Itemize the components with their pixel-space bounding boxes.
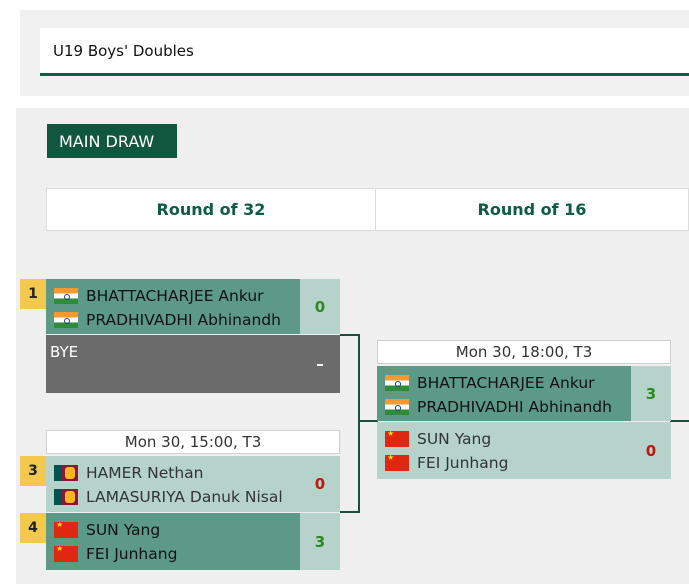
bye-label: BYE	[46, 335, 300, 393]
player-name: HAMER Nethan	[86, 464, 204, 482]
team-score: 0	[300, 456, 340, 512]
player-row[interactable]: FEI Junhang	[46, 542, 300, 566]
bracket-connector	[670, 420, 689, 422]
player-row[interactable]: FEI Junhang	[377, 451, 631, 475]
player-row[interactable]: PRADHIVADHI Abhinandh	[377, 395, 631, 419]
player-name: PRADHIVADHI Abhinandh	[417, 398, 612, 416]
china-flag-icon	[385, 431, 409, 447]
india-flag-icon	[385, 399, 409, 415]
bracket-connector	[340, 420, 360, 513]
player-name: LAMASURIYA Danuk Nisal	[86, 488, 283, 506]
china-flag-icon	[54, 546, 78, 562]
player-name: FEI Junhang	[86, 545, 178, 563]
match-time: Mon 30, 15:00, T3	[46, 430, 340, 454]
player-name: FEI Junhang	[417, 454, 509, 472]
round-of-16-header[interactable]: Round of 16	[477, 200, 587, 219]
india-flag-icon	[54, 288, 78, 304]
player-row[interactable]: BHATTACHARJEE Ankur	[46, 284, 300, 308]
india-flag-icon	[54, 312, 78, 328]
player-name: BHATTACHARJEE Ankur	[417, 374, 595, 392]
team-row[interactable]: BHATTACHARJEE Ankur PRADHIVADHI Abhinand…	[46, 279, 340, 334]
team-score: 3	[631, 366, 671, 421]
bye-score: –	[300, 335, 340, 393]
team-row[interactable]: SUN Yang FEI Junhang 0	[377, 422, 671, 479]
team-score: 3	[300, 513, 340, 570]
team-row[interactable]: SUN Yang FEI Junhang 3	[46, 513, 340, 570]
round-of-32-header[interactable]: Round of 32	[47, 189, 376, 230]
seed-badge: 4	[20, 513, 46, 543]
rounds-header: Round of 32 Round of 16	[46, 188, 689, 231]
seed-badge: 1	[20, 279, 46, 309]
bracket-connector	[358, 420, 378, 422]
team-row[interactable]: HAMER Nethan LAMASURIYA Danuk Nisal 0	[46, 456, 340, 512]
player-row[interactable]: SUN Yang	[377, 427, 631, 451]
player-name: PRADHIVADHI Abhinandh	[86, 311, 281, 329]
player-row[interactable]: PRADHIVADHI Abhinandh	[46, 308, 300, 332]
player-name: SUN Yang	[417, 430, 492, 448]
player-row[interactable]: BHATTACHARJEE Ankur	[377, 371, 631, 395]
seed-badge: 3	[20, 456, 46, 486]
team-names: BHATTACHARJEE Ankur PRADHIVADHI Abhinand…	[46, 279, 300, 334]
team-score: 0	[631, 422, 671, 479]
bye-row: BYE –	[46, 335, 340, 393]
main-draw-button[interactable]: MAIN DRAW	[47, 124, 177, 158]
team-names: SUN Yang FEI Junhang	[377, 422, 631, 479]
team-row[interactable]: BHATTACHARJEE Ankur PRADHIVADHI Abhinand…	[377, 366, 671, 421]
player-row[interactable]: SUN Yang	[46, 518, 300, 542]
china-flag-icon	[385, 455, 409, 471]
team-score: 0	[300, 279, 340, 334]
match-time: Mon 30, 18:00, T3	[377, 340, 671, 364]
player-row[interactable]: LAMASURIYA Danuk Nisal	[46, 485, 300, 509]
player-row[interactable]: HAMER Nethan	[46, 461, 300, 485]
team-names: SUN Yang FEI Junhang	[46, 513, 300, 570]
team-names: HAMER Nethan LAMASURIYA Danuk Nisal	[46, 456, 300, 512]
india-flag-icon	[385, 375, 409, 391]
bracket-connector	[340, 334, 360, 422]
player-name: SUN Yang	[86, 521, 161, 539]
sri-lanka-flag-icon	[54, 465, 78, 481]
player-name: BHATTACHARJEE Ankur	[86, 287, 264, 305]
sri-lanka-flag-icon	[54, 489, 78, 505]
event-select[interactable]: U19 Boys' Doubles	[40, 28, 689, 76]
china-flag-icon	[54, 522, 78, 538]
team-names: BHATTACHARJEE Ankur PRADHIVADHI Abhinand…	[377, 366, 631, 421]
